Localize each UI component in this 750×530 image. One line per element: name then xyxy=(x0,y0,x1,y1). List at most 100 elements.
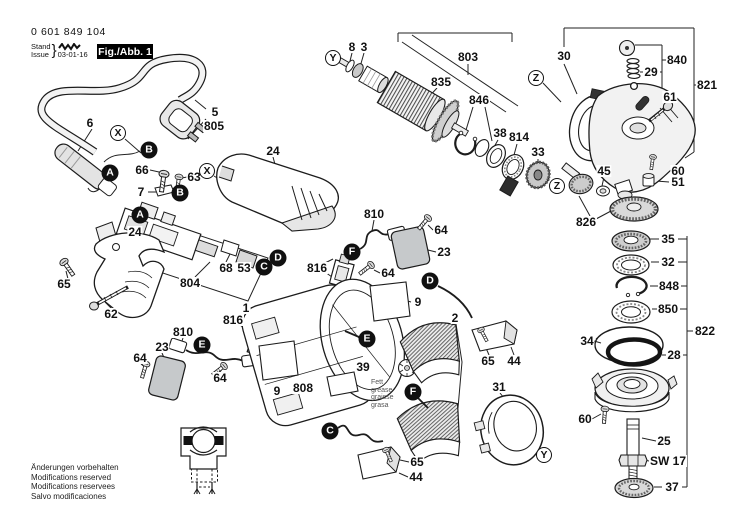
part-label-826: 826 xyxy=(574,215,598,229)
wiring-schematic xyxy=(180,426,227,495)
part-label-816: 816 xyxy=(221,313,245,327)
part-label-8: 8 xyxy=(347,40,357,54)
part-label-65: 65 xyxy=(409,455,425,469)
part-label-24: 24 xyxy=(127,225,143,239)
part-label-821: 821 xyxy=(695,78,719,92)
footer-line: Modifications reserved xyxy=(31,472,112,482)
connection-marker-c: C xyxy=(255,258,273,276)
issue-date: 03-01-16 xyxy=(57,49,88,59)
part-label-64: 64 xyxy=(212,371,228,385)
connection-marker-x: X xyxy=(199,163,215,179)
gear-37 xyxy=(614,477,654,499)
part-label-62: 62 xyxy=(103,307,119,321)
bearing-32 xyxy=(612,254,650,276)
connection-marker-d: D xyxy=(421,272,439,290)
part-label-35: 35 xyxy=(660,232,676,246)
crown-gear-826 xyxy=(609,196,659,222)
part-label-44: 44 xyxy=(408,470,424,484)
part-label-822: 822 xyxy=(693,324,717,338)
part-label-6: 6 xyxy=(85,116,95,130)
part-label-2: 2 xyxy=(450,311,460,325)
part-label-60: 60 xyxy=(577,412,593,426)
footer-line: Änderungen vorbehalten xyxy=(31,463,119,472)
part-label-37: 37 xyxy=(664,480,680,494)
grease-note-line: grease xyxy=(371,386,393,394)
part-label-sw-17: SW 17 xyxy=(648,454,688,468)
part-label-804: 804 xyxy=(178,276,202,290)
insulation-plates xyxy=(258,281,411,397)
connection-marker-z: Z xyxy=(549,178,565,194)
part-label-64: 64 xyxy=(132,351,148,365)
part-label-30: 30 xyxy=(556,49,572,63)
connection-marker-f: F xyxy=(404,383,422,401)
o-ring-28 xyxy=(605,337,663,367)
footer-line: Modifications reservees xyxy=(31,482,116,492)
field-coil-lower xyxy=(396,400,461,463)
connection-marker-z: Z xyxy=(528,70,544,86)
support-bar-right xyxy=(471,320,518,352)
part-label-810: 810 xyxy=(171,325,195,339)
plug xyxy=(159,99,207,143)
grease-note-line: Fett xyxy=(371,379,384,386)
part-label-66: 66 xyxy=(134,163,150,177)
bearing-stack xyxy=(454,130,551,197)
grease-note-line: grasa xyxy=(371,401,389,409)
handle-grip xyxy=(58,232,166,319)
connection-marker-x: X xyxy=(110,125,126,141)
part-label-32: 32 xyxy=(660,255,676,269)
connection-marker-e: E xyxy=(358,330,376,348)
part-label-9: 9 xyxy=(413,295,423,309)
stand-issue-block: Stand Issue } 03-01-16 xyxy=(31,42,106,59)
gear-35 xyxy=(611,230,651,252)
part-label-840: 840 xyxy=(665,53,689,67)
field-coil-upper xyxy=(399,322,461,384)
connection-marker-f: F xyxy=(343,243,361,261)
part-label-60: 60 xyxy=(670,164,686,178)
part-label-1: 1 xyxy=(241,301,251,315)
handle-cover-top xyxy=(216,153,339,232)
part-label-45: 45 xyxy=(596,164,612,178)
part-label-64: 64 xyxy=(433,223,449,237)
spindle-lock-840 xyxy=(618,39,650,111)
part-label-23: 23 xyxy=(436,245,452,259)
cover-23-left xyxy=(137,355,186,401)
part-label-846: 846 xyxy=(467,93,491,107)
drawing-header: 0 601 849 104 Stand Issue } 03-01-16 xyxy=(31,26,106,59)
part-label-68: 68 xyxy=(218,261,234,275)
part-label-805: 805 xyxy=(202,119,226,133)
bearing-flange xyxy=(591,368,678,413)
connection-marker-a: A xyxy=(131,206,149,224)
bearing-cover-31 xyxy=(473,394,544,466)
connection-marker-y: Y xyxy=(325,50,341,66)
part-label-816: 816 xyxy=(305,261,329,275)
stand-label: Stand xyxy=(31,41,51,51)
part-label-9: 9 xyxy=(272,384,282,398)
power-cord xyxy=(37,53,207,197)
part-label-64: 64 xyxy=(380,266,396,280)
circlip-848 xyxy=(615,275,648,298)
issue-label: Issue xyxy=(31,49,49,59)
grease-note-line: graisse xyxy=(371,394,394,402)
part-label-65: 65 xyxy=(56,277,72,291)
part-label-810: 810 xyxy=(362,207,386,221)
part-label-848: 848 xyxy=(657,279,681,293)
part-label-38: 38 xyxy=(492,126,508,140)
part-label-28: 28 xyxy=(666,348,682,362)
part-label-3: 3 xyxy=(359,40,369,54)
part-label-33: 33 xyxy=(530,145,546,159)
part-label-63: 63 xyxy=(186,170,202,184)
brace: } xyxy=(51,42,57,59)
part-label-31: 31 xyxy=(491,380,507,394)
part-label-39: 39 xyxy=(355,360,371,374)
spindle-25 xyxy=(618,418,648,481)
footer-line: Salvo modificaciones xyxy=(31,491,107,501)
figure-label: Fig./Abb. 1 xyxy=(97,44,153,59)
part-label-5: 5 xyxy=(210,105,220,119)
connection-marker-b: B xyxy=(171,184,189,202)
part-label-850: 850 xyxy=(656,302,680,316)
field-wires xyxy=(337,285,473,443)
